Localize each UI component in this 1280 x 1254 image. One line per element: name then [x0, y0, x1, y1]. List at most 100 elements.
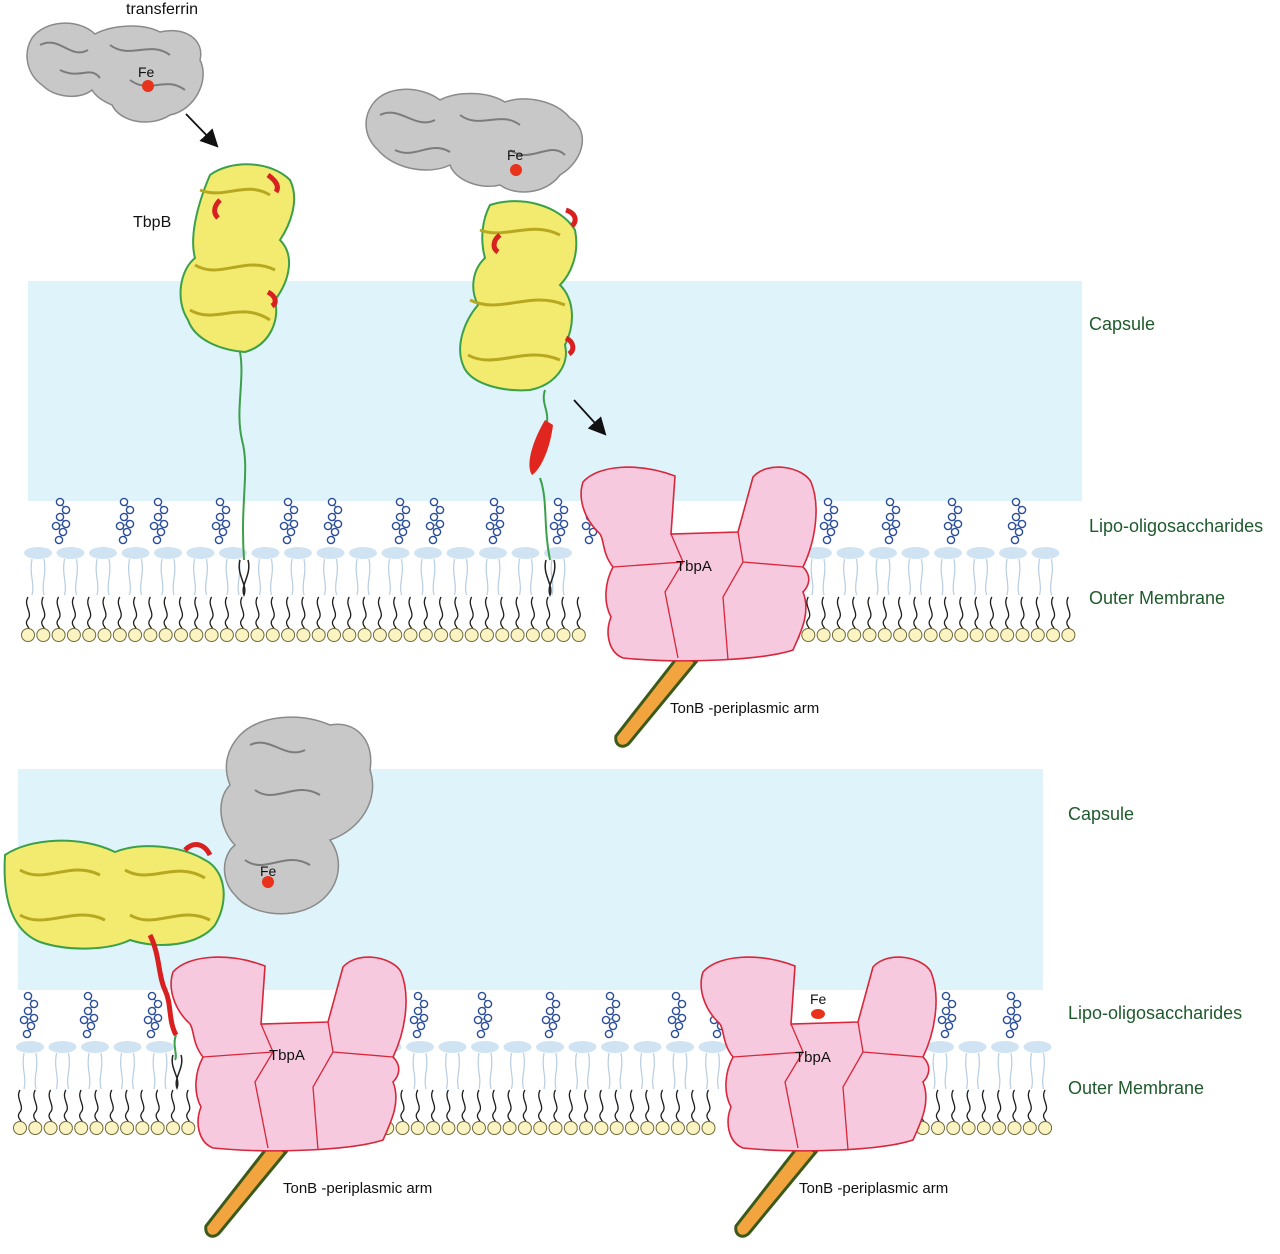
lipo-oligosaccharide-icon	[667, 991, 687, 1039]
lipid-head	[923, 628, 938, 642]
lipid-head	[901, 547, 930, 559]
lipid-tail	[454, 596, 459, 630]
lipid-head	[464, 628, 479, 642]
lipid-tail	[575, 1052, 590, 1090]
lipid-head	[121, 547, 150, 559]
lipid-tail	[285, 596, 291, 630]
lipid-head	[235, 628, 250, 642]
tbpa-domain-lines	[732, 1021, 924, 1151]
arrow-icon	[185, 113, 219, 148]
lipid-tail	[347, 596, 352, 630]
lipo-oligosaccharide-icon	[819, 497, 839, 545]
lipid-tail	[1012, 1089, 1017, 1123]
lipid-head	[296, 628, 311, 642]
tonb-arm-icon	[734, 1142, 819, 1238]
lipid-tail	[1042, 1089, 1048, 1123]
capsule-label: Capsule	[1068, 804, 1134, 824]
tbpa-transporter-icon	[580, 466, 817, 748]
lipid-tail	[193, 558, 208, 596]
lipid-head	[472, 1121, 486, 1135]
lipid-head	[406, 1041, 434, 1053]
tonb-arm-icon	[614, 652, 699, 748]
lipo-oligosaccharide-icon	[541, 991, 561, 1039]
lipid-tail	[316, 596, 321, 630]
lipid-head	[579, 1121, 594, 1135]
lipid-tail	[706, 1089, 711, 1123]
lipid-tail	[461, 1089, 466, 1123]
lipid-head	[601, 1041, 629, 1053]
lipid-tail	[940, 558, 956, 596]
lipid-head	[877, 628, 892, 642]
lipid-head	[939, 628, 953, 642]
lipid-tail	[852, 596, 857, 630]
lipid-head	[426, 1121, 441, 1135]
lipid-tail	[1050, 596, 1056, 630]
lipid-head	[862, 628, 877, 642]
lipid-tail	[71, 596, 76, 630]
lipid-head	[686, 1121, 701, 1135]
lipid-head	[954, 628, 969, 642]
lipid-tail	[928, 596, 933, 630]
lipid-head	[568, 1041, 597, 1053]
outer-membrane-label: Outer Membrane	[1068, 1078, 1204, 1098]
lipid-tail	[290, 558, 306, 596]
lipid-tail	[438, 596, 444, 630]
lipid-head	[1000, 628, 1015, 642]
lipo-oligosaccharide-icon	[601, 991, 621, 1039]
lipo-oligosaccharide-icon	[1002, 991, 1022, 1039]
lipid-head	[250, 628, 265, 642]
lipid-head	[349, 547, 377, 559]
lipid-head	[265, 628, 280, 642]
lipid-tail	[17, 1089, 23, 1123]
lipid-head	[966, 547, 995, 559]
iron-icon	[262, 876, 274, 888]
lipid-head	[1030, 628, 1045, 642]
lipid-head	[418, 628, 433, 642]
lipid-head	[1023, 1041, 1052, 1053]
lipid-head	[479, 547, 507, 559]
lipid-head	[89, 1121, 104, 1135]
lipid-head	[66, 628, 81, 642]
lipid-head	[13, 1121, 27, 1135]
lipid-head	[154, 547, 182, 559]
lipid-head	[1046, 628, 1061, 642]
lipo-oligosaccharide-icon	[19, 991, 39, 1039]
lipid-head	[1022, 1121, 1037, 1135]
lipid-tail	[530, 596, 535, 630]
lipid-head	[434, 628, 449, 642]
lipid-tail	[170, 1089, 176, 1123]
lipid-tail	[163, 596, 168, 630]
lipid-tail	[477, 1052, 493, 1090]
lipid-head	[395, 1121, 410, 1135]
lipid-tail	[225, 558, 241, 596]
lipid-tail	[691, 1089, 696, 1123]
iron-label: Fe	[507, 147, 524, 163]
lipid-tail	[640, 1052, 655, 1090]
lipid-head	[311, 628, 326, 642]
lipo-oligosaccharide-icon	[409, 991, 429, 1039]
lipid-head	[251, 547, 280, 559]
lipid-head	[836, 547, 865, 559]
lipid-head	[847, 628, 862, 642]
lipid-head	[563, 1121, 578, 1135]
lipid-tail	[255, 596, 260, 630]
lipid-tail	[522, 1089, 527, 1123]
lipid-head	[931, 1121, 945, 1135]
lipid-tail	[810, 558, 826, 596]
lipid-tail	[140, 1089, 145, 1123]
lipid-head	[533, 1121, 548, 1135]
lipo-oligosaccharide-icon	[79, 991, 99, 1039]
lipid-head	[517, 1121, 532, 1135]
lipid-tail	[240, 596, 245, 630]
lipid-head	[381, 547, 410, 559]
lipid-tail	[412, 1052, 428, 1090]
lipid-tail	[152, 1052, 168, 1090]
lipid-head	[926, 1041, 954, 1053]
lipid-tail	[568, 1089, 573, 1123]
lipid-head	[449, 628, 464, 642]
lipid-head	[189, 628, 204, 642]
lipid-tail	[997, 1089, 1002, 1123]
lipid-tail	[128, 558, 143, 596]
lipid-tail	[408, 596, 413, 630]
lipid-tail	[301, 596, 306, 630]
